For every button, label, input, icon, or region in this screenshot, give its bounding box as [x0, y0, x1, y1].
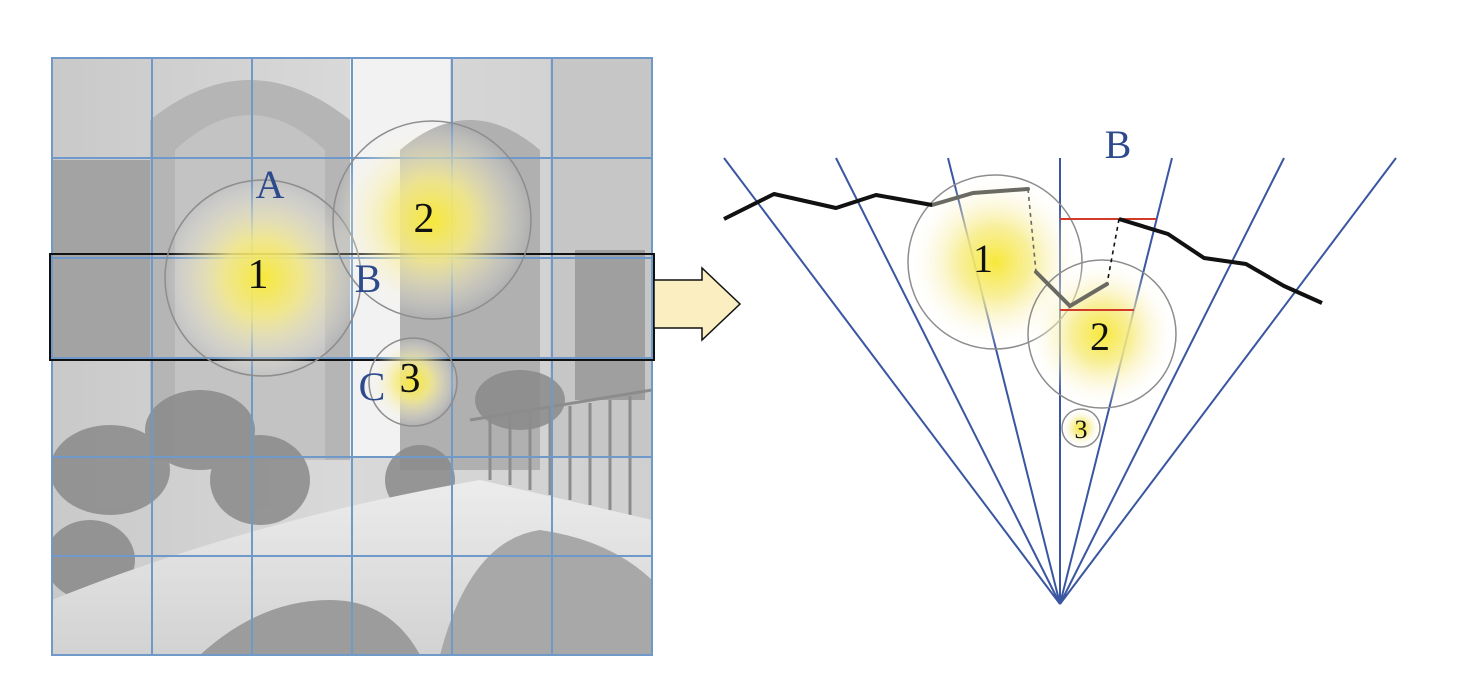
projection-lines	[1027, 188, 1120, 285]
view-rays	[723, 157, 1397, 605]
right-circle-3	[1061, 408, 1101, 448]
right-circle-2	[1027, 259, 1177, 409]
courtyard-photo	[52, 58, 652, 655]
grid-overlay	[51, 57, 653, 656]
label-a: A	[256, 162, 285, 207]
railing	[469, 388, 652, 515]
depth-contour	[723, 192, 933, 221]
right-arrow-icon	[653, 266, 742, 342]
depth-markers	[1060, 218, 1156, 311]
depth-contour-right	[1118, 217, 1323, 305]
label-c: C	[359, 364, 386, 409]
right-number-2: 2	[1090, 314, 1110, 359]
occluded-contour	[930, 187, 1109, 309]
right-number-1: 1	[973, 236, 993, 281]
left-circle-3	[368, 337, 458, 427]
right-label-b: B	[1105, 122, 1132, 167]
window-left	[52, 160, 152, 360]
left-number-2: 2	[414, 196, 435, 242]
label-b: B	[355, 256, 382, 301]
left-circle-2	[332, 120, 532, 320]
left-number-1: 1	[248, 252, 269, 298]
left-number-3: 3	[400, 356, 421, 402]
right-number-3: 3	[1075, 415, 1088, 444]
